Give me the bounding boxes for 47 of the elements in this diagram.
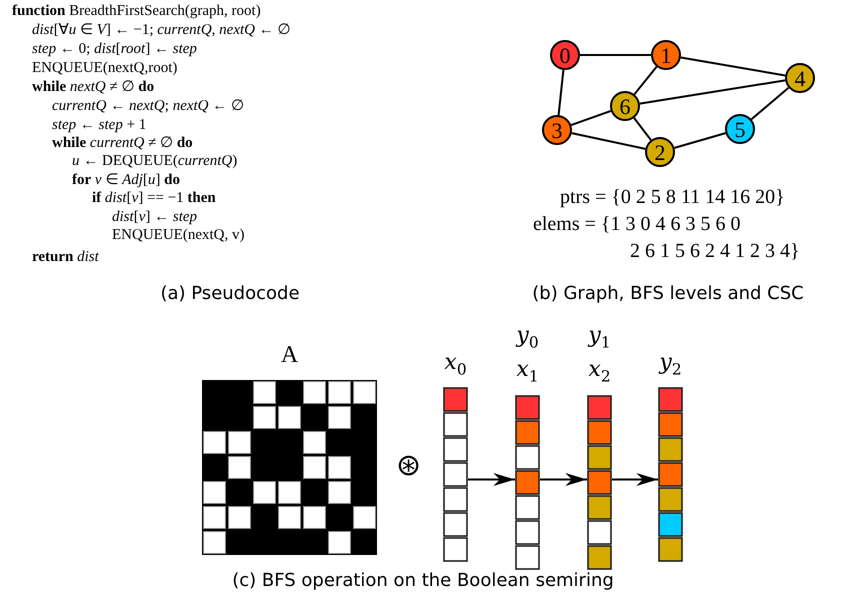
vector-label: y$_{0}$	[514, 322, 540, 354]
subfigure-caption: (a) Pseudocode	[160, 283, 300, 305]
graph-vertex: 4	[785, 63, 815, 93]
graph-vertex: 2	[645, 137, 675, 167]
graph-vertex: 1	[651, 40, 681, 70]
graph-vertex: 3	[542, 115, 572, 145]
graph-vertex: 5	[725, 114, 755, 144]
pseudocode-line: if dist[v] == −1 then	[92, 189, 216, 207]
vector-label: y$_{1}$	[586, 322, 612, 354]
vector-label: y$_{2}$	[658, 349, 683, 380]
graph-edge	[674, 132, 726, 149]
pseudocode-line: step ← 0; dist[root] ← step	[32, 40, 197, 58]
vector-label: x$_{1}$	[515, 356, 540, 388]
pseudocode-line: dist[∀u ∈ V] ← −1; currentQ, nextQ ← ∅	[32, 21, 290, 39]
subfigure-caption: (b) Graph, BFS levels and CSC	[532, 283, 804, 305]
pseudocode-line: dist[v] ← step	[112, 208, 198, 226]
graph-edge	[634, 66, 658, 95]
pseudocode-line: function BreadthFirstSearch(graph, root)	[12, 2, 261, 20]
graph-edge	[750, 86, 790, 120]
graph-vertex: 0	[550, 40, 580, 70]
arrow	[612, 473, 658, 486]
graph-vertex: 6	[610, 91, 640, 121]
graph-edge	[571, 132, 646, 150]
graph-edge	[558, 70, 564, 116]
pseudocode-line: ENQUEUE(nextQ,root)	[32, 59, 178, 77]
pseudocode-line: step ← step + 1	[52, 116, 146, 134]
graph-edge	[570, 110, 612, 126]
graph-edge	[680, 56, 786, 76]
pseudocode-line: return dist	[32, 248, 99, 266]
arrow	[540, 473, 587, 486]
pseudocode-line: while nextQ ≠ ∅ do	[32, 78, 154, 96]
arrow	[468, 473, 515, 486]
graph-edge	[640, 79, 786, 105]
pseudocode-line: currentQ ← nextQ; nextQ ← ∅	[52, 97, 244, 115]
pseudocode-line: for v ∈ Adj[u] do	[72, 171, 180, 189]
graph-edge	[580, 54, 651, 56]
array-text: elems = {1 3 0 4 6 3 5 6 0 2 6 1 5 6 2 4 1 2 3 4}	[533, 212, 800, 264]
pseudocode-line: ENQUEUE(nextQ, v)	[112, 226, 244, 244]
operator-symbol: ⊛	[396, 448, 422, 484]
array-text: ptrs = {0 2 5 8 11 14 16 20}	[560, 185, 785, 210]
vector-label: x$_{2}$	[587, 356, 612, 388]
subfigure-caption: (c) BFS operation on the Boolean semiring	[232, 570, 614, 592]
matrix-label: A	[280, 341, 300, 370]
graph-edge	[633, 117, 652, 141]
pseudocode-line: while currentQ ≠ ∅ do	[52, 134, 193, 152]
vector-label: x$_{0}$	[443, 349, 468, 380]
pseudocode-line: u ← DEQUEUE(currentQ)	[72, 152, 238, 170]
